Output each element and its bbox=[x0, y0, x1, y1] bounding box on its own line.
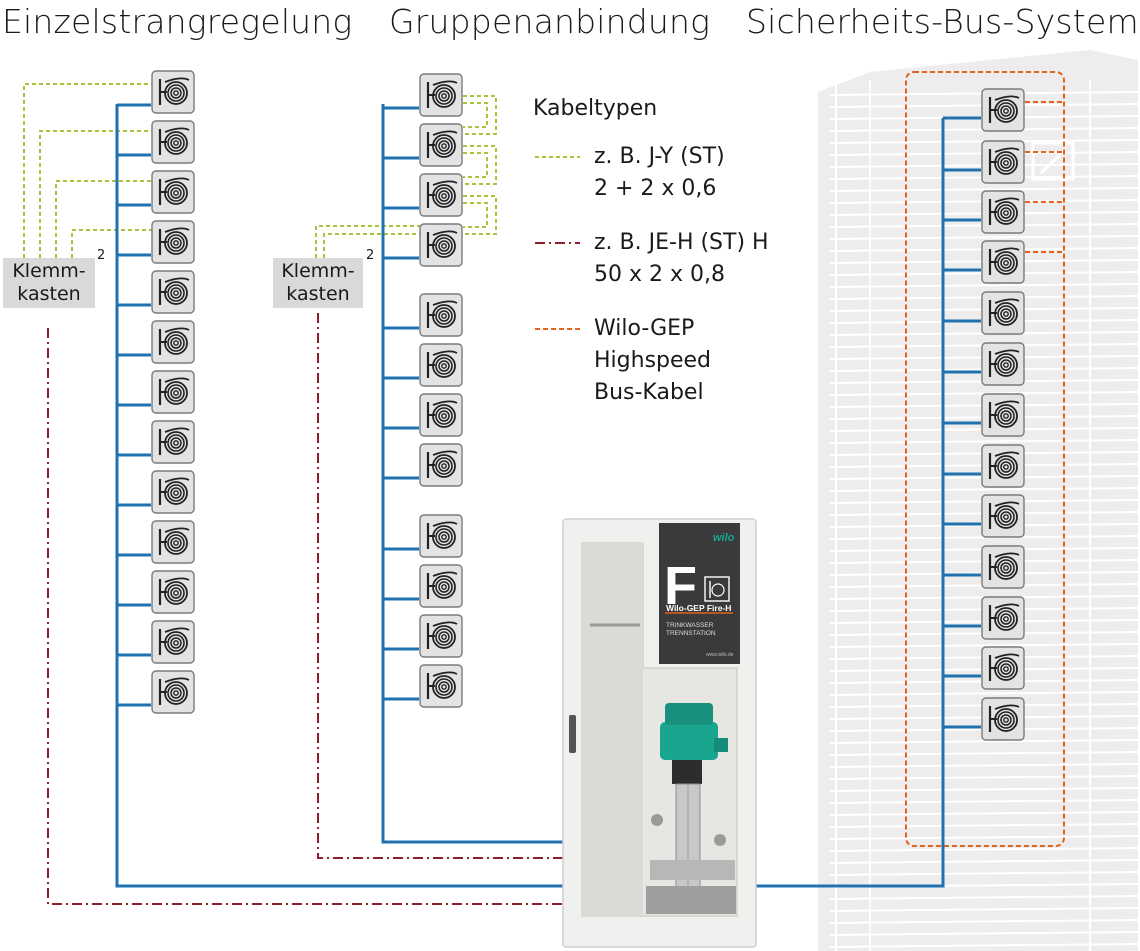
hose-reel-icon bbox=[419, 443, 463, 487]
hose-reel-icon bbox=[151, 320, 195, 364]
legend-item-line1: z. B. JE-H (ST) H bbox=[594, 230, 769, 255]
hose-reel-icon bbox=[151, 170, 195, 214]
junction-box-line2: kasten bbox=[17, 283, 81, 305]
hose-reel-icon bbox=[151, 270, 195, 314]
hose-reel-icon bbox=[151, 520, 195, 564]
hose-reel-icon bbox=[981, 240, 1025, 284]
cabinet-url: www.wilo.de bbox=[706, 652, 734, 658]
legend-item-line1: z. B. J-Y (ST) bbox=[594, 144, 725, 169]
legend-title: Kabeltypen bbox=[533, 96, 658, 121]
hose-reel-icon bbox=[151, 120, 195, 164]
legend-samples bbox=[535, 156, 580, 330]
hose-reel-icon bbox=[981, 291, 1025, 335]
junction-box-left-superscript: 2 bbox=[97, 248, 106, 263]
hose-reel-icon bbox=[981, 140, 1025, 184]
hose-reel-icon bbox=[151, 420, 195, 464]
legend-item-bus-cable: Wilo-GEP Highspeed Bus-Kabel bbox=[594, 313, 711, 409]
legend-item-signal-cable: z. B. J-Y (ST) 2 + 2 x 0,6 bbox=[594, 141, 725, 205]
hose-reel-icon bbox=[981, 697, 1025, 741]
hose-reel-icon bbox=[981, 596, 1025, 640]
hose-reel-icon bbox=[151, 570, 195, 614]
right-group-wiring bbox=[756, 71, 1065, 888]
junction-box-left: Klemm- kasten bbox=[3, 258, 95, 308]
hose-reel-icon bbox=[981, 444, 1025, 488]
junction-box-middle: Klemm- kasten bbox=[273, 258, 363, 308]
hose-reel-icon bbox=[419, 393, 463, 437]
hose-reel-icon bbox=[981, 646, 1025, 690]
junction-box-line2: kasten bbox=[286, 283, 350, 305]
legend-item-line2: 50 x 2 x 0,8 bbox=[594, 262, 725, 287]
hose-reel-icon bbox=[981, 393, 1025, 437]
left-group-wiring bbox=[23, 83, 570, 905]
junction-box-line1: Klemm- bbox=[281, 260, 355, 282]
hose-reel-icon bbox=[419, 293, 463, 337]
hose-reel-icon bbox=[419, 514, 463, 558]
junction-box-middle-superscript: 2 bbox=[366, 248, 375, 263]
hose-reel-icon bbox=[151, 70, 195, 114]
cabinet-line1: TRINKWASSER bbox=[666, 622, 714, 629]
legend-item-line3: Bus-Kabel bbox=[594, 380, 704, 405]
hose-reel-icon bbox=[981, 190, 1025, 234]
hose-reel-icon bbox=[151, 370, 195, 414]
hose-reel-icon bbox=[981, 342, 1025, 386]
cabinet-brand: wilo bbox=[713, 532, 735, 544]
legend-item-line2: Highspeed bbox=[594, 348, 712, 373]
hose-reel-icon bbox=[419, 73, 463, 117]
hose-reel-icon bbox=[151, 220, 195, 264]
hose-reel-icon bbox=[981, 494, 1025, 538]
heading-single-control: Einzelstrangregelung bbox=[2, 2, 353, 41]
hose-reel-icon bbox=[419, 564, 463, 608]
left-hose-reels bbox=[151, 70, 195, 714]
hose-reel-icon bbox=[419, 343, 463, 387]
cabinet-line2: TRENNSTATION bbox=[666, 630, 716, 637]
hose-reel-icon bbox=[419, 173, 463, 217]
hose-reel-icon bbox=[419, 664, 463, 708]
heading-safety-bus: Sicherheits-Bus-System bbox=[746, 2, 1139, 41]
legend-item-telecom-cable: z. B. JE-H (ST) H 50 x 2 x 0,8 bbox=[594, 227, 769, 291]
legend-item-line1: Wilo-GEP bbox=[594, 316, 695, 341]
station-cabinet bbox=[562, 518, 757, 948]
cabinet-product: Wilo-GEP Fire-H bbox=[666, 603, 731, 613]
hose-reel-icon bbox=[151, 470, 195, 514]
hose-reel-icon bbox=[151, 670, 195, 714]
hose-reel-icon bbox=[981, 88, 1025, 132]
hose-reel-icon bbox=[419, 614, 463, 658]
hose-reel-icon bbox=[151, 620, 195, 664]
middle-group-wiring bbox=[315, 95, 570, 859]
legend-item-line2: 2 + 2 x 0,6 bbox=[594, 176, 717, 201]
cabinet-letter: F bbox=[664, 556, 697, 616]
building-background bbox=[818, 50, 1139, 951]
junction-box-line1: Klemm- bbox=[12, 260, 86, 282]
hose-reel-icon bbox=[981, 545, 1025, 589]
hose-reel-icon bbox=[419, 123, 463, 167]
heading-group-connection: Gruppenanbindung bbox=[389, 2, 711, 41]
middle-hose-reels bbox=[419, 73, 463, 708]
hose-reel-icon bbox=[419, 223, 463, 267]
